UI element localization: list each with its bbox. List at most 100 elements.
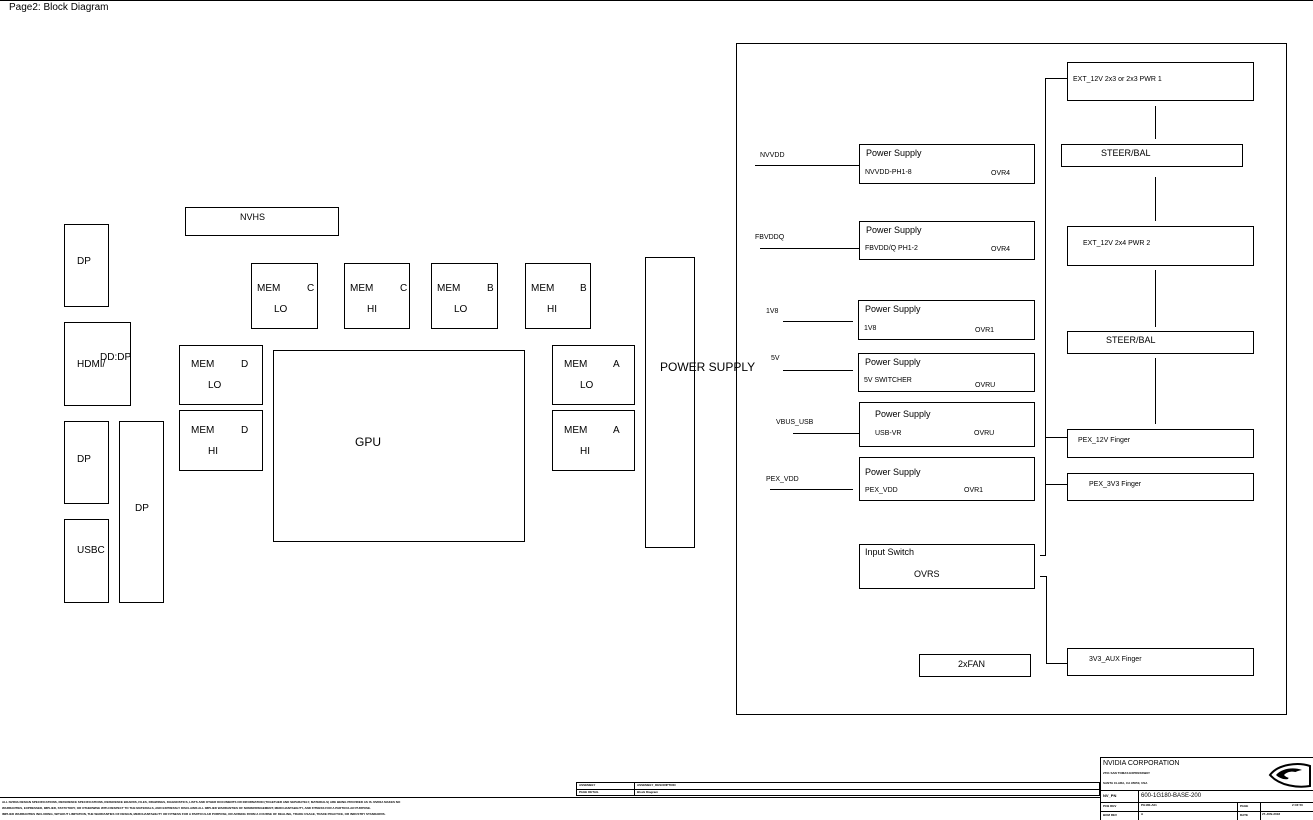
pn-label: NV_PN <box>1103 793 1117 798</box>
input-switch-box: Input Switch OVRS <box>859 544 1035 589</box>
date-label: DATE <box>1240 813 1248 817</box>
steer-bal-2-label: STEER/BAL <box>1106 335 1156 345</box>
mem-level: HI <box>367 304 377 315</box>
mem-channel: C <box>307 283 315 294</box>
mem-level: HI <box>580 446 590 457</box>
fan-box: 2xFAN <box>919 654 1031 677</box>
ext-pwr1-label: EXT_12V 2x3 or 2x3 PWR 1 <box>1073 76 1162 83</box>
nvhs-label: NVHS <box>240 212 266 222</box>
1v8-supply-box: Power Supply 1V8 OVR1 <box>858 300 1035 340</box>
ext-pwr1-box: EXT_12V 2x3 or 2x3 PWR 1 <box>1067 62 1254 101</box>
supply-part: OVR4 <box>991 246 1011 253</box>
fbvddq-supply-box: Power Supply FBVDD/Q PH1-2 OVR4 <box>859 221 1035 260</box>
bus-tap-line <box>1040 555 1046 556</box>
title-block-row-line <box>1100 802 1313 803</box>
mem-level: HI <box>208 446 218 457</box>
title-block-row-line <box>1100 811 1313 812</box>
dp-top-box: DP <box>64 224 109 307</box>
power-section-frame <box>736 43 1287 715</box>
rail-net-line <box>793 433 859 434</box>
bom-label: BOM REV <box>1103 813 1118 817</box>
title-block-col-line <box>1237 802 1238 820</box>
page-detail-value: Block Diagram <box>637 790 659 794</box>
dp-tall-label: DP <box>135 503 149 514</box>
mem-b-lo-box: MEM B LO <box>431 263 498 329</box>
assembly-value: ASSEMBLY_DESCRIPTION <box>637 783 676 787</box>
mem-b-hi-box: MEM B HI <box>525 263 591 329</box>
disclaimer-line: WARRANTIES, EXPRESSED, IMPLIED, STATUTOR… <box>2 806 371 810</box>
supply-title: Power Supply <box>866 148 922 158</box>
bus-tap-line <box>1046 663 1067 664</box>
gpu-box: GPU <box>273 350 525 542</box>
hdmi-overlay-label: DD:DP <box>100 352 132 363</box>
supply-sub: PEX_VDD <box>865 487 898 494</box>
supply-part: OVR1 <box>964 487 984 494</box>
mem-channel: A <box>613 425 620 436</box>
bus-tap-line <box>1045 437 1067 438</box>
company-address-2: SANTA CLARA, CA 95050, USA <box>1103 781 1148 785</box>
mem-label: MEM <box>257 283 281 294</box>
supply-part: OVR4 <box>991 170 1011 177</box>
pex12-box: PEX_12V Finger <box>1067 429 1254 458</box>
rail-net-line <box>783 370 853 371</box>
company-address-1: 2701 SAN TOMAS EXPRESSWAY <box>1103 771 1151 775</box>
supply-title: Power Supply <box>865 304 921 314</box>
rail-net-line <box>783 321 853 322</box>
rail-net-line <box>760 248 860 249</box>
bus-tap-line <box>1045 484 1067 485</box>
supply-sub: NVVDD-PH1-8 <box>865 169 912 176</box>
mem-label: MEM <box>531 283 555 294</box>
rail-net-label: 5V <box>771 355 780 362</box>
mem-d-hi-box: MEM D HI <box>179 410 263 471</box>
supply-sub: USB-VR <box>875 430 902 437</box>
mem-label: MEM <box>437 283 461 294</box>
mem-channel: D <box>241 425 249 436</box>
usb-supply-box: Power Supply USB-VR OVRU <box>859 402 1035 447</box>
gpu-label: GPU <box>355 435 382 449</box>
title-block <box>1100 757 1313 820</box>
usbc-box: USBC <box>64 519 109 603</box>
mem-label: MEM <box>191 425 215 436</box>
mem-channel: D <box>241 359 249 370</box>
dp-tall-box: DP <box>119 421 164 603</box>
aux-bus-line <box>1046 576 1047 664</box>
rail-net-label: 1V8 <box>766 308 779 315</box>
supply-title: Power Supply <box>865 467 921 477</box>
input-switch-part: OVRS <box>914 569 940 579</box>
mem-channel: B <box>487 283 494 294</box>
steer-link-line <box>1155 177 1156 221</box>
company-name: NVIDIA CORPORATION <box>1103 760 1180 767</box>
disclaimer-line: IMPLIED WARRANTIES INCLUDING, WITHOUT LI… <box>2 812 386 816</box>
steer-link-line <box>1155 358 1156 424</box>
hdmi-label: HDMI/ <box>77 359 106 370</box>
mem-a-lo-box: MEM A LO <box>552 345 635 405</box>
pex3v3-label: PEX_3V3 Finger <box>1089 481 1142 488</box>
supply-title: Power Supply <box>875 409 931 419</box>
mem-level: LO <box>274 304 288 315</box>
assembly-table-divider <box>576 789 1100 790</box>
rail-net-line <box>755 165 860 166</box>
date-value: 27-JUN-2018 <box>1262 812 1281 816</box>
aux-label: 3V3_AUX Finger <box>1089 656 1142 663</box>
steer-link-line <box>1155 106 1156 139</box>
page-title: Page2: Block Diagram <box>9 2 109 13</box>
power-supply-bar <box>645 257 695 548</box>
ext-pwr2-label: EXT_12V 2x4 PWR 2 <box>1083 240 1151 247</box>
aux-box: 3V3_AUX Finger <box>1067 648 1254 676</box>
input-bus-line <box>1045 78 1046 556</box>
usbc-label: USBC <box>77 545 105 556</box>
nvvdd-supply-box: Power Supply NVVDD-PH1-8 OVR4 <box>859 144 1035 184</box>
mem-level: LO <box>454 304 468 315</box>
rail-net-line <box>770 489 853 490</box>
supply-sub: 5V SWITCHER <box>864 377 912 384</box>
nvhs-box: NVHS <box>185 207 339 236</box>
5v-supply-box: Power Supply 5V SWITCHER OVRU <box>858 353 1035 392</box>
nvidia-logo-icon <box>1268 760 1312 788</box>
supply-title: Power Supply <box>865 357 921 367</box>
rail-net-label: NVVDD <box>760 152 785 159</box>
top-border <box>0 0 1313 1</box>
pn-value: 600-1G180-BASE-200 <box>1141 793 1202 799</box>
page-label: PAGE <box>1240 804 1249 808</box>
mem-label: MEM <box>350 283 374 294</box>
dp-mid-box: DP <box>64 421 109 504</box>
